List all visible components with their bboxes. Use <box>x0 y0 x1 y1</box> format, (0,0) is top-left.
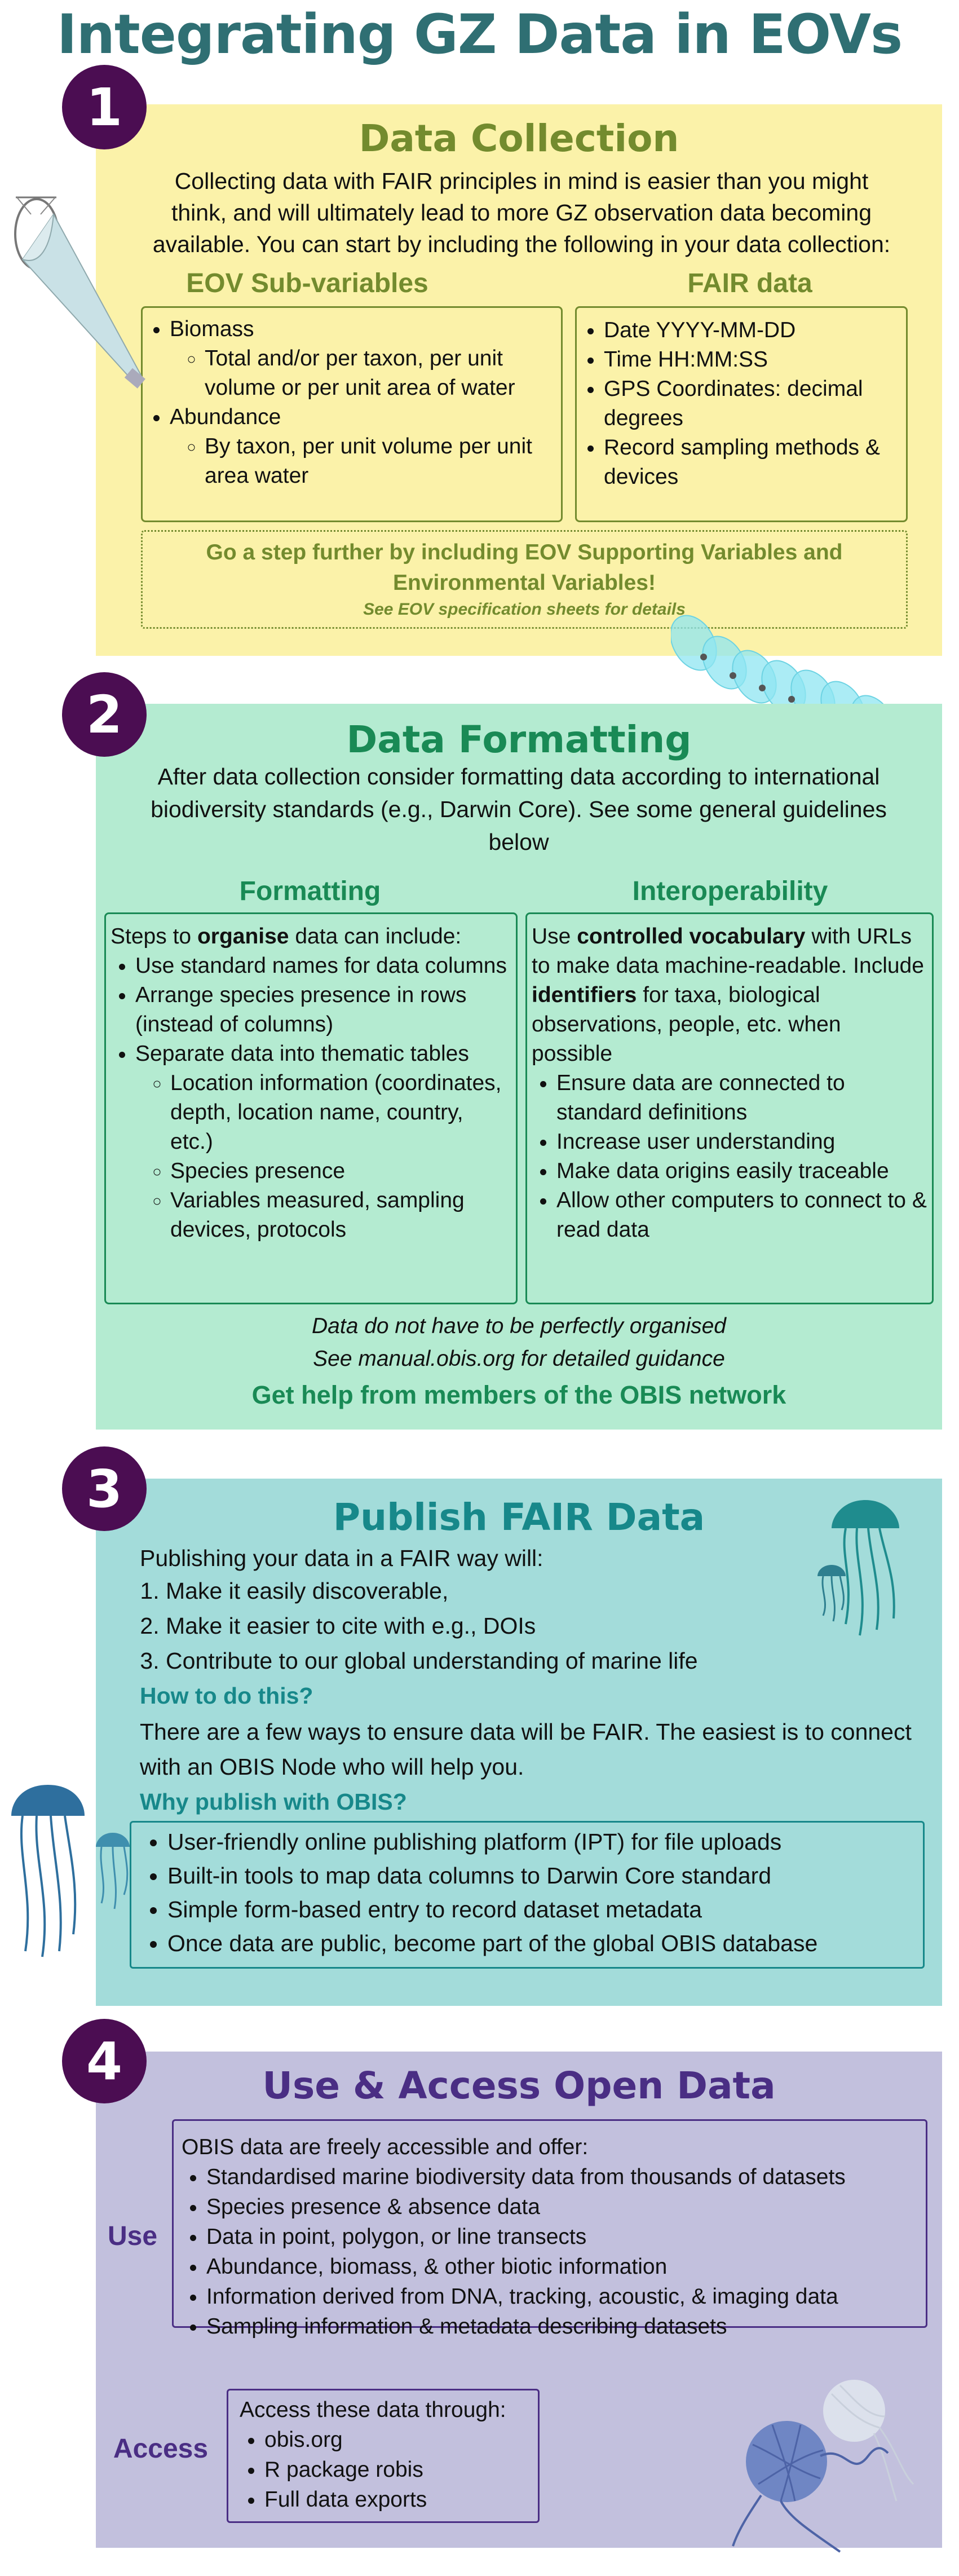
publish-lead: Publishing your data in a FAIR way will: <box>140 1545 543 1571</box>
list-item: Abundance By taxon, per unit volume per … <box>170 403 555 491</box>
list-item: Ensure data are connected to standard de… <box>556 1069 927 1127</box>
how-text: There are a few ways to ensure data will… <box>140 1719 912 1780</box>
why-heading: Why publish with OBIS? <box>140 1789 407 1815</box>
eov-subvariables-box: Biomass Total and/or per taxon, per unit… <box>141 306 563 522</box>
formatting-lead: Steps to organise data can include: <box>111 924 462 949</box>
access-label: Access <box>113 2434 209 2464</box>
help-link[interactable]: Get help from members of the OBIS networ… <box>251 1380 786 1409</box>
eov-subvariables-heading: EOV Sub-variables <box>186 268 428 298</box>
list-item: Total and/or per taxon, per unit volume … <box>205 344 555 403</box>
why-publish-box: User-friendly online publishing platform… <box>130 1821 925 1969</box>
list-item: Location information (coordinates, depth… <box>170 1069 511 1157</box>
access-box: Access these data through: obis.org R pa… <box>227 2389 540 2523</box>
list-item: Record sampling methods & devices <box>604 433 900 492</box>
section-data-collection: Data Collection Collecting data with FAI… <box>96 104 942 656</box>
formatting-box: Steps to organise data can include: Use … <box>104 912 518 1304</box>
section-heading: Use & Access Open Data <box>262 2064 776 2107</box>
use-box: OBIS data are freely accessible and offe… <box>172 2119 927 2339</box>
list-item: Separate data into thematic tables Locat… <box>135 1039 511 1245</box>
access-lead: Access these data through: <box>240 2398 506 2422</box>
list-item: Make data origins easily traceable <box>556 1157 927 1186</box>
interoperability-heading: Interoperability <box>632 876 828 906</box>
list-item: GPS Coordinates: decimal degrees <box>604 374 900 433</box>
list-item: Standardised marine biodiversity data fr… <box>206 2162 920 2192</box>
interoperability-lead: Use controlled vocabulary with URLs to m… <box>532 924 924 1066</box>
list-item: Variables measured, sampling devices, pr… <box>170 1186 511 1245</box>
section-heading: Publish FAIR Data <box>333 1496 705 1539</box>
jellyfish-illustration <box>817 1500 899 1636</box>
list-item: Contribute to our global understanding o… <box>166 1643 870 1678</box>
access-link-robis[interactable]: R package robis <box>264 2455 532 2485</box>
list-item: Use standard names for data columns <box>135 951 511 981</box>
list-item: Arrange species presence in rows (instea… <box>135 981 511 1039</box>
list-item: Time HH:MM:SS <box>604 345 900 374</box>
publish-benefits-list: Make it easily discoverable, Make it eas… <box>140 1573 870 1678</box>
further-line-2: Environmental Variables! <box>392 571 656 595</box>
interoperability-box: Use controlled vocabulary with URLs to m… <box>525 912 934 1304</box>
section-number-badge: 3 <box>62 1446 147 1531</box>
section-heading: Data Formatting <box>346 718 692 761</box>
section-intro: After data collection consider formattin… <box>151 764 887 855</box>
list-item: Increase user understanding <box>556 1127 927 1157</box>
section-publish-fair: Publish FAIR Data Publishing your data i… <box>96 1479 942 2006</box>
list-item: Species presence <box>170 1157 511 1186</box>
section-data-formatting: Data Formatting After data collection co… <box>96 704 942 1430</box>
section-number-badge: 1 <box>62 65 147 149</box>
list-item: Date YYYY-MM-DD <box>604 316 900 345</box>
ctenophore-illustration <box>732 2380 914 2553</box>
further-note: See EOV specification sheets for details <box>363 600 686 619</box>
list-item: Make it easier to cite with e.g., DOIs <box>166 1608 870 1643</box>
list-item: Data in point, polygon, or line transect… <box>206 2222 920 2252</box>
plankton-net-illustration <box>14 196 145 389</box>
access-link-obis[interactable]: obis.org <box>264 2425 532 2455</box>
section-number-badge: 4 <box>62 2019 147 2103</box>
jellyfish-illustration <box>11 1785 130 1957</box>
further-box: Go a step further by including EOV Suppo… <box>141 530 908 629</box>
fair-data-heading: FAIR data <box>687 268 812 298</box>
list-item: Abundance, biomass, & other biotic infor… <box>206 2252 920 2282</box>
further-line-1: Go a step further by including EOV Suppo… <box>206 540 843 564</box>
section-intro: Collecting data with FAIR principles in … <box>152 168 891 257</box>
list-item: Built-in tools to map data columns to Da… <box>167 1859 917 1893</box>
list-item: Species presence & absence data <box>206 2192 920 2222</box>
list-item: Simple form-based entry to record datase… <box>167 1893 917 1926</box>
note-manual: See manual.obis.org for detailed guidanc… <box>313 1347 725 1371</box>
how-heading: How to do this? <box>140 1683 313 1709</box>
list-item: Once data are public, become part of the… <box>167 1926 917 1960</box>
note-organised: Data do not have to be perfectly organis… <box>312 1314 726 1338</box>
list-item: User-friendly online publishing platform… <box>167 1825 917 1859</box>
list-item: Allow other computers to connect to & re… <box>556 1186 927 1245</box>
list-item: Biomass Total and/or per taxon, per unit… <box>170 315 555 403</box>
formatting-heading: Formatting <box>239 876 381 906</box>
page-title: Integrating GZ Data in EOVs <box>56 3 903 66</box>
fair-data-box: Date YYYY-MM-DD Time HH:MM:SS GPS Coordi… <box>575 306 908 522</box>
access-link-exports[interactable]: Full data exports <box>264 2485 532 2515</box>
list-item: Information derived from DNA, tracking, … <box>206 2282 920 2312</box>
list-item: By taxon, per unit volume per unit area … <box>205 432 555 491</box>
list-item: Make it easily discoverable, <box>166 1573 870 1608</box>
list-item: Sampling information & metadata describi… <box>206 2312 920 2341</box>
section-heading: Data Collection <box>359 117 679 160</box>
use-lead: OBIS data are freely accessible and offe… <box>182 2135 589 2159</box>
section-number-badge: 2 <box>62 672 147 757</box>
use-label: Use <box>107 2221 158 2251</box>
